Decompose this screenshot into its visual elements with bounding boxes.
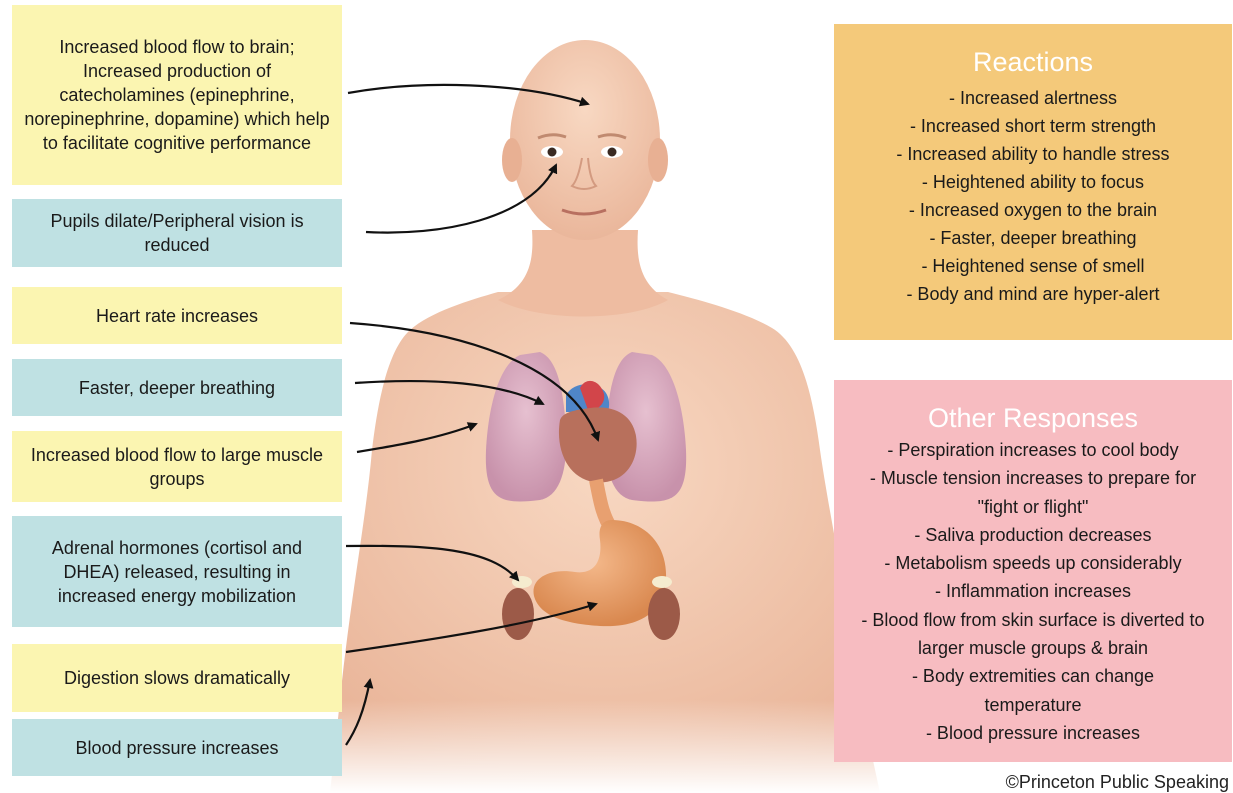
- response-item: - Metabolism speeds up considerably: [834, 549, 1232, 577]
- neck: [498, 230, 668, 317]
- response-item: - Muscle tension increases to prepare fo…: [834, 464, 1232, 521]
- annotation-heart-rate: Heart rate increases: [12, 287, 342, 344]
- response-item: - Inflammation increases: [834, 577, 1232, 605]
- reaction-item: - Body and mind are hyper-alert: [834, 280, 1232, 308]
- ear-left: [502, 138, 522, 182]
- reactions-list: - Increased alertness - Increased short …: [834, 84, 1232, 308]
- other-responses-title: Other Responses: [834, 402, 1232, 434]
- reaction-item: - Increased oxygen to the brain: [834, 196, 1232, 224]
- response-item: - Saliva production decreases: [834, 521, 1232, 549]
- response-item: - Perspiration increases to cool body: [834, 436, 1232, 464]
- annotation-brain: Increased blood flow to brain; Increased…: [12, 5, 342, 185]
- other-responses-panel: Other Responses - Perspiration increases…: [834, 380, 1232, 762]
- other-responses-list: - Perspiration increases to cool body - …: [834, 436, 1232, 747]
- copyright-text: ©Princeton Public Speaking: [1006, 772, 1229, 793]
- ear-right: [648, 138, 668, 182]
- response-item: - Blood flow from skin surface is divert…: [834, 606, 1232, 663]
- annotation-pupils: Pupils dilate/Peripheral vision is reduc…: [12, 199, 342, 267]
- kidney-right: [648, 588, 680, 640]
- response-item: - Body extremities can change temperatur…: [834, 662, 1232, 719]
- kidney-left: [502, 588, 534, 640]
- annotation-muscle-blood-flow: Increased blood flow to large muscle gro…: [12, 431, 342, 502]
- reaction-item: - Increased alertness: [834, 84, 1232, 112]
- reactions-panel: Reactions - Increased alertness - Increa…: [834, 24, 1232, 340]
- head: [510, 40, 660, 240]
- reaction-item: - Increased ability to handle stress: [834, 140, 1232, 168]
- annotation-digestion: Digestion slows dramatically: [12, 644, 342, 712]
- reactions-title: Reactions: [834, 46, 1232, 78]
- reaction-item: - Heightened sense of smell: [834, 252, 1232, 280]
- annotation-blood-pressure: Blood pressure increases: [12, 719, 342, 776]
- response-item: - Blood pressure increases: [834, 719, 1232, 747]
- reaction-item: - Increased short term strength: [834, 112, 1232, 140]
- reaction-item: - Heightened ability to focus: [834, 168, 1232, 196]
- annotation-adrenal-hormones: Adrenal hormones (cortisol and DHEA) rel…: [12, 516, 342, 627]
- annotation-breathing: Faster, deeper breathing: [12, 359, 342, 416]
- reaction-item: - Faster, deeper breathing: [834, 224, 1232, 252]
